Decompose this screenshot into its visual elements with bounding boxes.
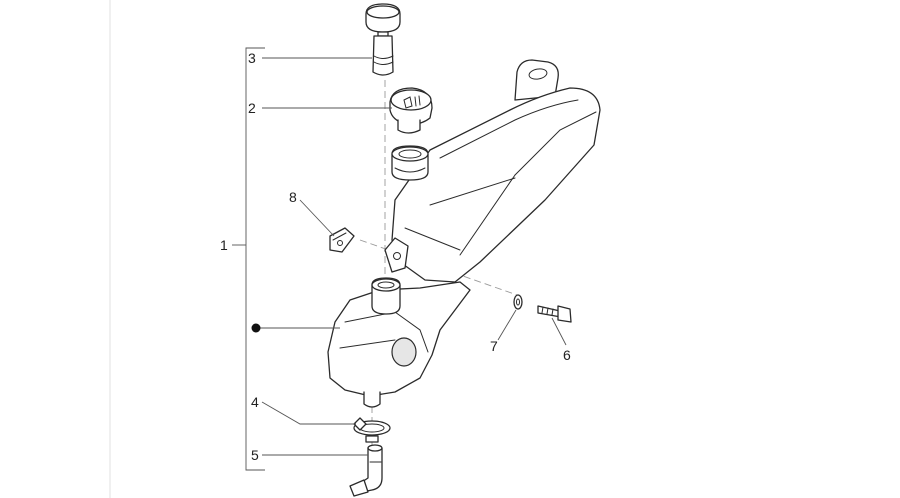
tank-cap xyxy=(389,87,433,134)
filler-plug xyxy=(365,3,401,76)
callout-7: 7 xyxy=(490,338,498,354)
expansion-tank xyxy=(327,59,601,408)
group-bracket xyxy=(232,47,265,471)
callout-5: 5 xyxy=(251,447,259,463)
bullet-marker xyxy=(251,323,261,333)
clip-nut xyxy=(329,227,355,253)
hose-clamp xyxy=(353,417,391,443)
callout-1: 1 xyxy=(220,237,228,253)
callout-2: 2 xyxy=(248,100,256,116)
callout-8: 8 xyxy=(289,189,297,205)
callout-3: 3 xyxy=(248,50,256,66)
callout-4: 4 xyxy=(251,394,259,410)
callout-6: 6 xyxy=(563,347,571,363)
washer xyxy=(513,294,523,310)
leader-lines xyxy=(258,57,567,456)
bolt xyxy=(537,305,572,323)
callout-numbers: 1 2 3 4 5 6 7 8 xyxy=(220,50,571,463)
hose-elbow xyxy=(349,444,383,497)
